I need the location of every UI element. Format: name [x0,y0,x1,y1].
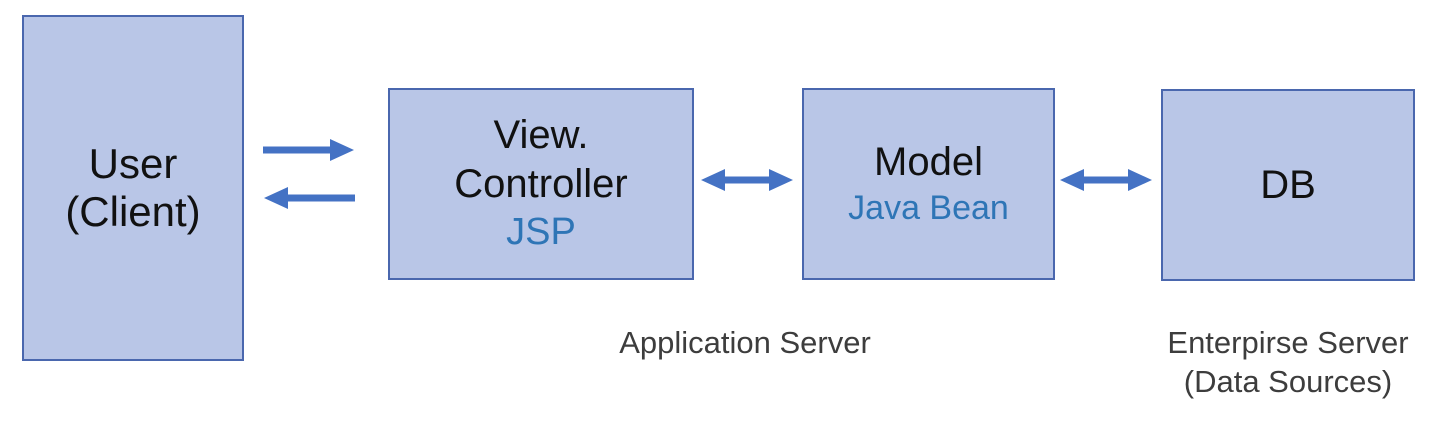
db-box: DB [1161,89,1415,281]
view-box-tech-label: JSP [506,211,576,254]
enterprise-server-caption-line1: Enterpirse Server [1167,325,1409,360]
view-box-label-line2: Controller [454,162,628,207]
user-client-box: User (Client) [22,15,244,361]
model-box-label: Model [874,140,983,185]
model-box: Model Java Bean [802,88,1055,280]
enterprise-server-caption-line2: (Data Sources) [1183,363,1393,399]
view-controller-box: View. Controller JSP [388,88,694,280]
application-server-caption-text: Application Server [619,325,871,360]
arrow-view-model [701,169,793,191]
model-box-tech-label: Java Bean [848,189,1009,228]
arrow-model-db [1060,169,1152,191]
arrow-view-to-user [264,187,355,209]
arrow-user-to-view [263,139,354,161]
application-server-caption: Application Server [595,324,895,363]
user-box-label-line2: (Client) [65,188,201,235]
enterprise-server-caption: Enterpirse Server (Data Sources) [1138,324,1438,402]
user-box-label-line1: User [88,140,178,188]
db-box-label: DB [1260,162,1316,207]
view-box-label-line1: View. [493,113,589,158]
